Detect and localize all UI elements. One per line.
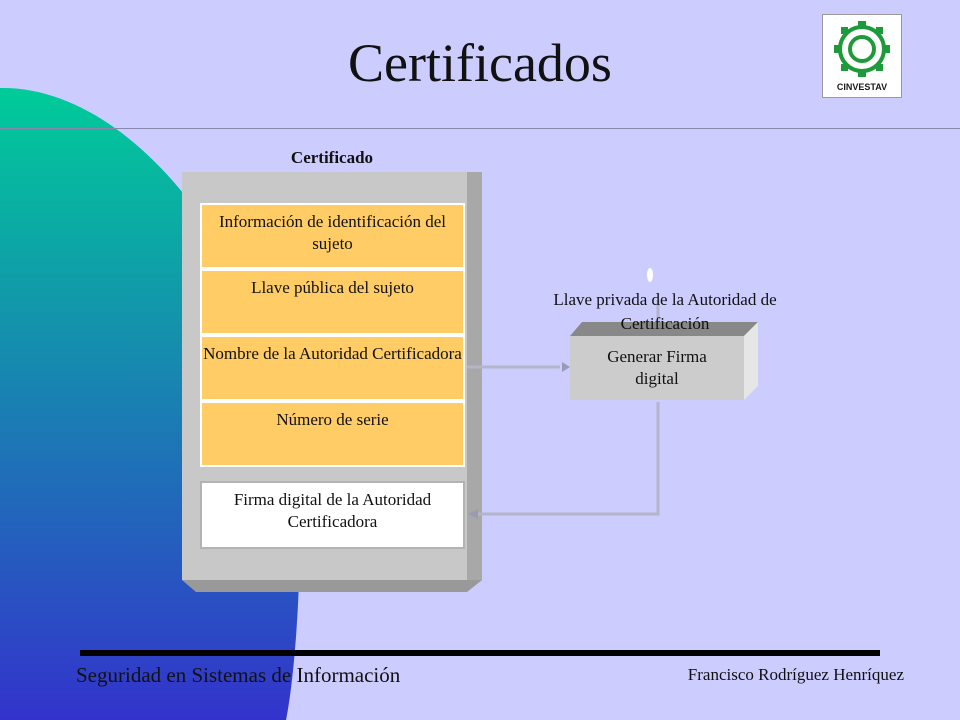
field-serial-number: Número de serie (200, 401, 465, 467)
process-box-3d (570, 322, 758, 400)
footer-author: Francisco Rodríguez Henríquez (687, 665, 904, 684)
title-divider (0, 128, 960, 129)
connector-arrows (467, 300, 660, 516)
arrow-to-generator (562, 362, 570, 372)
field-subject-info: Información de identificación del sujeto (200, 203, 465, 269)
field-public-key: Llave pública del sujeto (200, 269, 465, 335)
logo-text: CINVESTAV (836, 82, 888, 92)
generate-signature-box: Generar Firma digital (570, 336, 744, 400)
field-ca-name: Nombre de la Autoridad Certificadora (200, 335, 465, 401)
field-ca-signature: Firma digital de la Autoridad Certificad… (200, 481, 465, 549)
generate-signature-label: Generar Firma digital (607, 347, 707, 388)
certificate-label: Certificado (290, 148, 374, 167)
cinvestav-logo: CINVESTAV (822, 14, 902, 98)
footer-divider (80, 650, 880, 656)
arrow-to-signature (468, 509, 478, 519)
private-key-label: Llave privada de la Autoridad de Certifi… (553, 290, 777, 333)
page-title: Certificados (348, 33, 612, 93)
logo-emblem-icon (834, 21, 890, 77)
private-key-icon (647, 268, 653, 282)
footer-course-title: Seguridad en Sistemas de Información (76, 663, 401, 687)
